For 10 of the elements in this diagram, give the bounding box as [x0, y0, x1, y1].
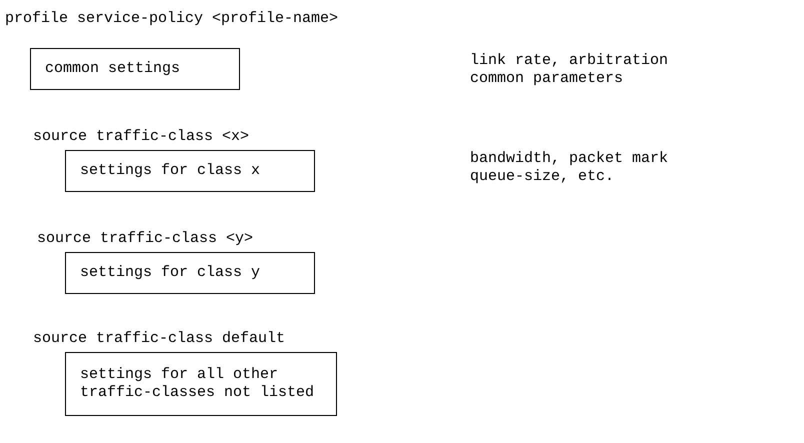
note-text: link rate, arbitration common parameters [470, 52, 670, 88]
settings-box: common settings [30, 48, 240, 90]
note-text: bandwidth, packet mark queue-size, etc. [470, 150, 670, 186]
settings-box: settings for class y [65, 252, 315, 294]
settings-box: settings for class x [65, 150, 315, 192]
section-heading: source traffic-class <x> [33, 128, 250, 145]
title-text: profile service-policy <profile-name> [5, 10, 338, 27]
section-heading: source traffic-class <y> [37, 230, 254, 247]
settings-box: settings for all other traffic-classes not listed [65, 352, 337, 416]
section-heading: source traffic-class default [33, 330, 286, 347]
